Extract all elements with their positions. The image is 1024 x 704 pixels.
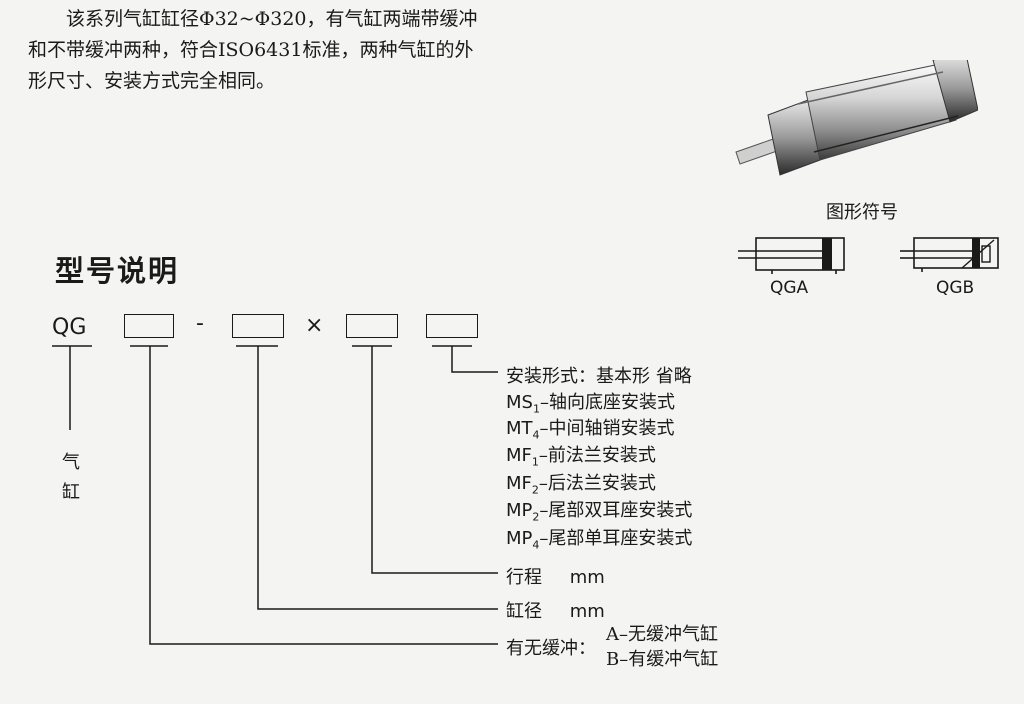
mounting-heading: 安装形式：基本形 省略 bbox=[506, 366, 692, 387]
dash-separator: - bbox=[196, 311, 204, 336]
section-title: 型号说明 bbox=[55, 254, 180, 288]
model-prefix: QG bbox=[52, 315, 87, 340]
mounting-option: MT4–中间轴销安装式 bbox=[506, 418, 675, 442]
symbol-qgb bbox=[900, 237, 999, 272]
symbol-qga bbox=[738, 237, 845, 274]
prefix-char-gang: 缸 bbox=[62, 482, 80, 503]
cushion-box bbox=[124, 314, 174, 338]
cushion-option-a: A–无缓冲气缸 bbox=[606, 624, 718, 645]
bore-box bbox=[232, 314, 284, 338]
cylinder-photo bbox=[735, 60, 978, 176]
mounting-option: MF1–前法兰安装式 bbox=[506, 445, 656, 469]
symbol-qga-label: QGA bbox=[770, 278, 809, 298]
symbols-caption: 图形符号 bbox=[826, 202, 898, 223]
mounting-option: MP2–尾部双耳座安装式 bbox=[506, 500, 693, 524]
cushion-label: 有无缓冲： bbox=[506, 638, 596, 659]
mounting-option: MP4–尾部单耳座安装式 bbox=[506, 528, 693, 552]
symbol-qgb-label: QGB bbox=[936, 278, 975, 298]
bore-label: 缸径 mm bbox=[506, 601, 605, 622]
stroke-box bbox=[346, 314, 398, 338]
times-separator: × bbox=[305, 313, 324, 338]
mounting-option: MS1–轴向底座安装式 bbox=[506, 392, 675, 416]
intro-line-2: 和不带缓冲两种，符合ISO6431标准，两种气缸的外 bbox=[28, 39, 474, 61]
mounting-box bbox=[426, 314, 478, 338]
cushion-option-b: B–有缓冲气缸 bbox=[606, 649, 719, 670]
prefix-char-qi: 气 bbox=[62, 452, 80, 473]
intro-paragraph: 该系列气缸缸径Φ32~Φ320，有气缸两端带缓冲 和不带缓冲两种，符合ISO64… bbox=[28, 4, 588, 97]
intro-line-1: 该系列气缸缸径Φ32~Φ320，有气缸两端带缓冲 bbox=[66, 8, 478, 30]
intro-line-3: 形尺寸、安装方式完全相同。 bbox=[28, 70, 276, 92]
mounting-option: MF2–后法兰安装式 bbox=[506, 473, 656, 497]
stroke-label: 行程 mm bbox=[506, 567, 605, 588]
